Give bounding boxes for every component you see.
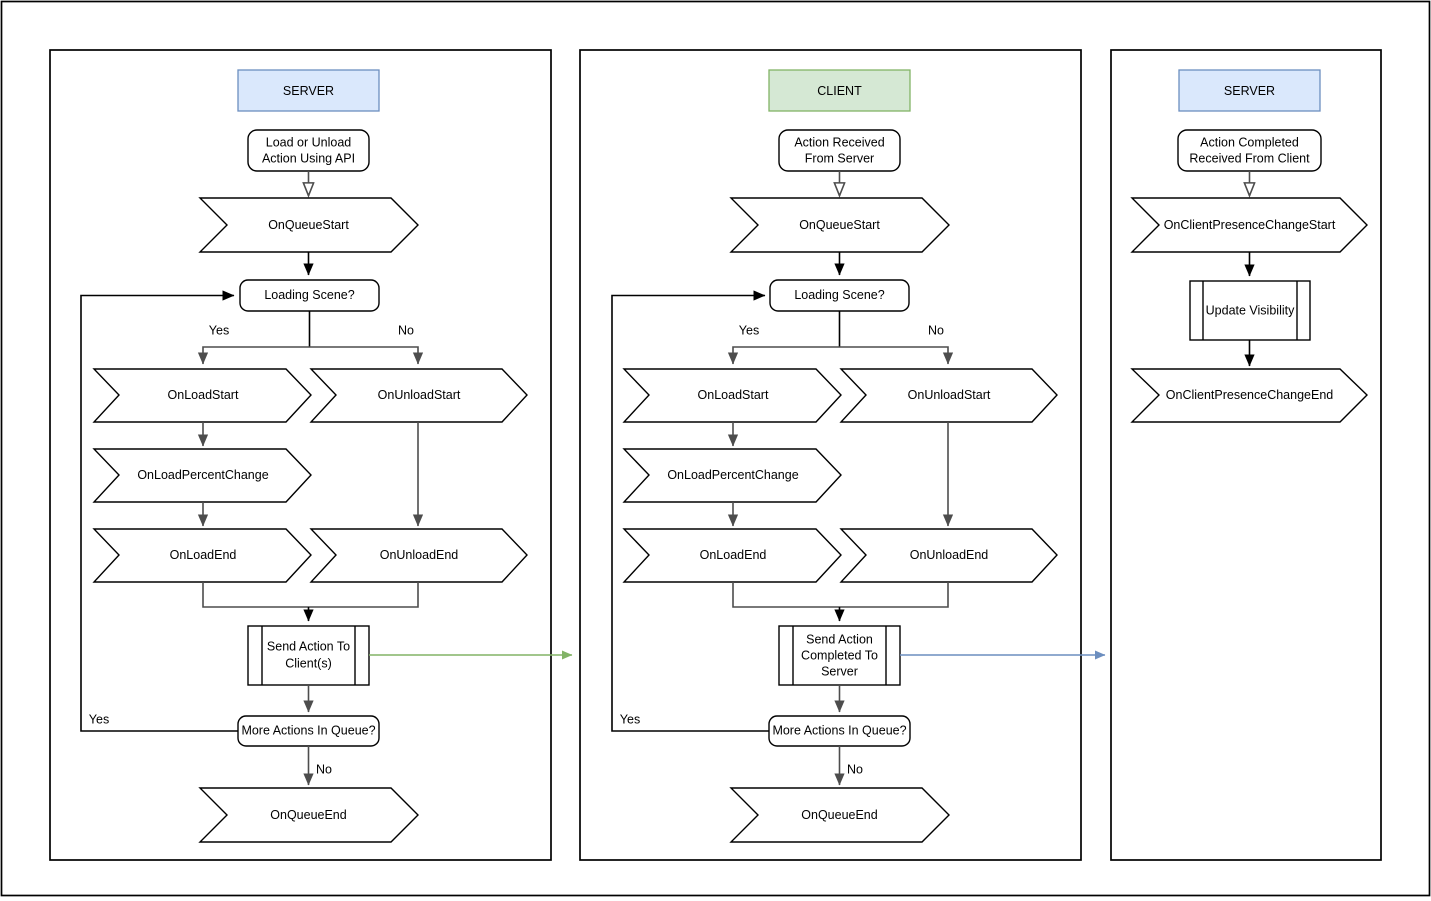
node-onclientpresencechangestart-label: OnClientPresenceChangeStart <box>1164 218 1336 232</box>
node-send-action-to-clients-line1: Send Action To <box>267 639 350 653</box>
node-onloadpercentchange-shape <box>92 448 312 503</box>
node-action-completed-line1: Action Completed <box>1200 135 1299 149</box>
node-onqueuestart-label: OnQueueStart <box>268 218 349 232</box>
node-client-onloadstart-label: OnLoadStart <box>698 388 769 402</box>
panel-client-header-label: CLIENT <box>817 84 862 98</box>
edge-client-loading-no-branch <box>839 346 954 365</box>
edge-label-client-yes-loading: Yes <box>739 323 759 337</box>
node-onunloadstart-shape <box>309 368 528 423</box>
panel-client-header-box <box>768 69 911 112</box>
node-onloadstart-shape <box>92 368 312 423</box>
panel-server-right-header-box <box>1178 69 1321 112</box>
node-client-onqueuestart-label: OnQueueStart <box>799 218 880 232</box>
edge-loading-yes-branch <box>197 346 310 365</box>
node-client-onloadpercentchange-label: OnLoadPercentChange <box>667 468 798 482</box>
node-client-onunloadend-shape <box>839 528 1058 583</box>
node-send-action-completed-line2: Completed To <box>801 648 878 662</box>
node-send-action-completed-line3: Server <box>821 664 858 678</box>
node-onunloadend-shape <box>309 528 528 583</box>
edge-client-loop-back-yes <box>611 290 769 732</box>
edge-label-no-loading: No <box>398 323 414 337</box>
node-onloadstart-label: OnLoadStart <box>168 388 239 402</box>
node-send-action-to-clients <box>247 625 370 686</box>
node-client-loading-scene-label: Loading Scene? <box>794 288 884 302</box>
edge-label-loop-no: No <box>316 762 332 776</box>
node-update-visibility-label: Update Visibility <box>1206 303 1295 317</box>
edge-label-yes-loading: Yes <box>209 323 229 337</box>
panel-server-left-header-label: SERVER <box>283 84 334 98</box>
node-onclientpresencechangeend-label: OnClientPresenceChangeEnd <box>1166 388 1334 402</box>
node-onqueuestart-shape <box>198 197 419 253</box>
panel-server-right-header-label: SERVER <box>1224 84 1275 98</box>
node-onqueueend-shape <box>198 787 419 843</box>
node-client-onunloadstart-shape <box>839 368 1058 423</box>
edge-loadend-merge <box>202 582 419 608</box>
node-onunloadstart-label: OnUnloadStart <box>378 388 461 402</box>
node-onunloadend-label: OnUnloadEnd <box>380 548 459 562</box>
edge-loop-back-yes <box>80 290 238 732</box>
node-load-or-unload-action-line2: Action Using API <box>262 151 355 165</box>
panel-server-left-header-box <box>237 69 380 112</box>
node-client-onqueuestart-shape <box>729 197 950 253</box>
node-client-onqueueend-shape <box>729 787 950 843</box>
edge-label-loop-yes: Yes <box>89 712 109 726</box>
node-loading-scene-label: Loading Scene? <box>264 288 354 302</box>
node-client-more-actions-in-queue-label: More Actions In Queue? <box>772 723 906 737</box>
edge-label-client-no-loading: No <box>928 323 944 337</box>
node-action-completed-line2: Received From Client <box>1189 151 1310 165</box>
node-client-onloadend-shape <box>622 528 842 583</box>
node-load-or-unload-action-line1: Load or Unload <box>266 135 352 149</box>
node-client-onloadstart-shape <box>622 368 842 423</box>
node-update-visibility <box>1189 280 1311 341</box>
node-client-onunloadend-label: OnUnloadEnd <box>910 548 989 562</box>
node-onclientpresencechangeend-shape <box>1130 368 1368 423</box>
edge-loading-no-branch <box>309 346 424 365</box>
node-send-action-completed-to-server <box>778 625 901 686</box>
edge-client-loadend-merge <box>732 582 949 608</box>
node-action-received-from-server-line1: Action Received <box>794 135 884 149</box>
node-onqueueend-label: OnQueueEnd <box>270 808 346 822</box>
node-send-action-to-clients-line2: Client(s) <box>285 656 332 670</box>
node-onloadend-label: OnLoadEnd <box>170 548 237 562</box>
node-action-received-from-server-line2: From Server <box>805 151 874 165</box>
node-send-action-completed-line1: Send Action <box>806 632 873 646</box>
node-onloadpercentchange-label: OnLoadPercentChange <box>137 468 268 482</box>
node-onclientpresencechangestart-shape <box>1130 197 1368 253</box>
node-client-onqueueend-label: OnQueueEnd <box>801 808 877 822</box>
node-client-onloadpercentchange-shape <box>622 448 842 503</box>
node-more-actions-in-queue-label: More Actions In Queue? <box>241 723 375 737</box>
node-client-onloadend-label: OnLoadEnd <box>700 548 767 562</box>
node-onloadend-shape <box>92 528 312 583</box>
edge-label-client-loop-no: No <box>847 762 863 776</box>
edge-label-client-loop-yes: Yes <box>620 712 640 726</box>
edge-client-loading-yes-branch <box>727 346 840 365</box>
node-client-onunloadstart-label: OnUnloadStart <box>908 388 991 402</box>
